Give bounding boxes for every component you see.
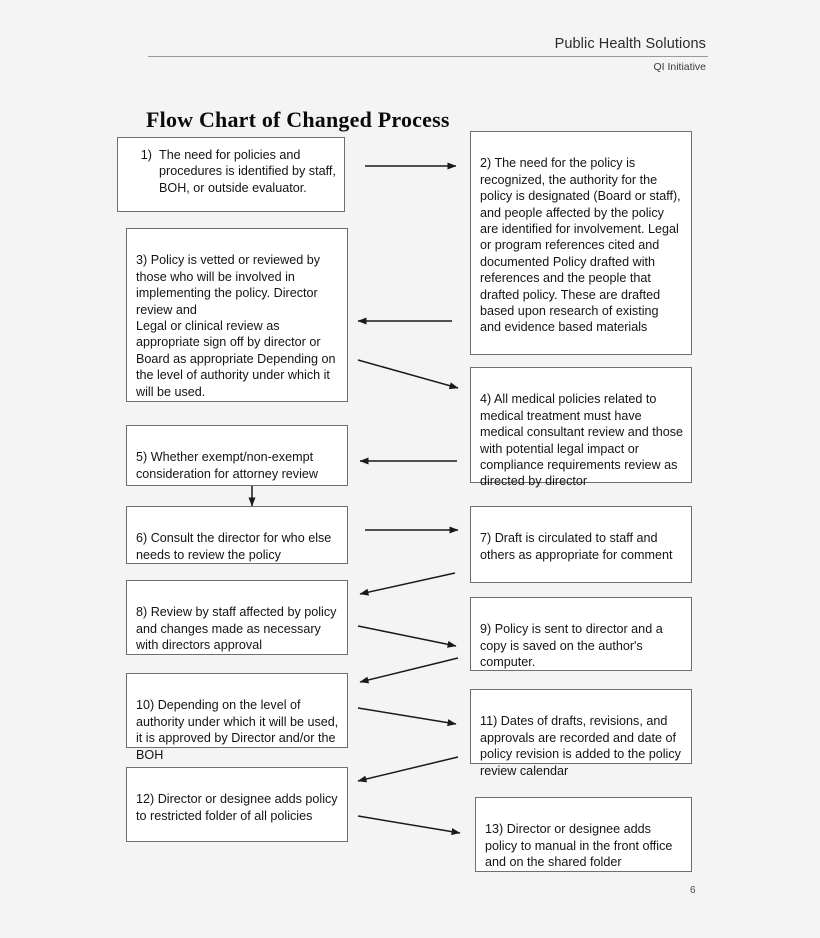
- flow-node-13-text: 13) Director or designee adds policy to …: [485, 822, 673, 870]
- flow-node-9-text: 9) Policy is sent to director and a copy…: [480, 622, 663, 670]
- flow-node-10-text: 10) Depending on the level of authority …: [136, 698, 339, 762]
- page-number: 6: [690, 885, 696, 896]
- flow-node-3[interactable]: 3) Policy is vetted or reviewed by those…: [126, 228, 348, 402]
- flow-node-2[interactable]: 2) The need for the policy is recognized…: [470, 131, 692, 355]
- flow-node-11[interactable]: 11) Dates of drafts, revisions, and appr…: [470, 689, 692, 778]
- header-divider: [148, 56, 708, 58]
- flow-node-10[interactable]: 10) Depending on the level of authority …: [126, 673, 348, 762]
- flow-node-5-text: 5) Whether exempt/non-exempt considerati…: [136, 450, 319, 481]
- flow-node-5[interactable]: 5) Whether exempt/non-exempt considerati…: [126, 425, 348, 486]
- connector-12-to-13: [357, 815, 461, 836]
- flow-node-2-text: 2) The need for the policy is recognized…: [480, 156, 681, 335]
- flow-node-12[interactable]: 12) Director or designee adds policy to …: [126, 767, 348, 842]
- flow-node-6-text: 6) Consult the director for who else nee…: [136, 531, 332, 562]
- flow-node-12-text: 12) Director or designee adds policy to …: [136, 792, 338, 823]
- page-title: Flow Chart of Changed Process: [146, 107, 450, 132]
- flow-node-1[interactable]: 1) The need for policies and procedures …: [117, 137, 345, 212]
- header-subtitle: QI Initiative: [653, 61, 706, 74]
- flow-node-7-text: 7) Draft is circulated to staff and othe…: [480, 531, 673, 562]
- flow-node-9[interactable]: 9) Policy is sent to director and a copy…: [470, 597, 692, 671]
- organization-name: Public Health Solutions: [554, 36, 706, 52]
- flow-node-13[interactable]: 13) Director or designee adds policy to …: [475, 797, 692, 872]
- flow-node-8[interactable]: 8) Review by staff affected by policy an…: [126, 580, 348, 655]
- connector-9-to-10: [359, 657, 459, 684]
- connector-10-to-11: [357, 707, 457, 727]
- page-header: Public Health Solutions QI Initiative: [148, 36, 708, 73]
- connector-3-to-4: [357, 359, 459, 390]
- flow-node-7[interactable]: 7) Draft is circulated to staff and othe…: [470, 506, 692, 583]
- flow-node-11-text: 11) Dates of drafts, revisions, and appr…: [480, 714, 681, 778]
- connector-7-to-8: [359, 572, 456, 596]
- flow-node-1-number: 1): [140, 148, 152, 162]
- flow-node-4-text: 4) All medical policies related to medic…: [480, 392, 684, 489]
- connector-11-to-12: [357, 756, 459, 783]
- flow-node-3-text: 3) Policy is vetted or reviewed by those…: [136, 253, 336, 399]
- flow-node-1-text: The need for policies and procedures is …: [159, 148, 336, 195]
- flow-node-6[interactable]: 6) Consult the director for who else nee…: [126, 506, 348, 564]
- connector-8-to-9: [357, 625, 457, 648]
- flow-node-4[interactable]: 4) All medical policies related to medic…: [470, 367, 692, 488]
- flow-node-8-text: 8) Review by staff affected by policy an…: [136, 605, 337, 653]
